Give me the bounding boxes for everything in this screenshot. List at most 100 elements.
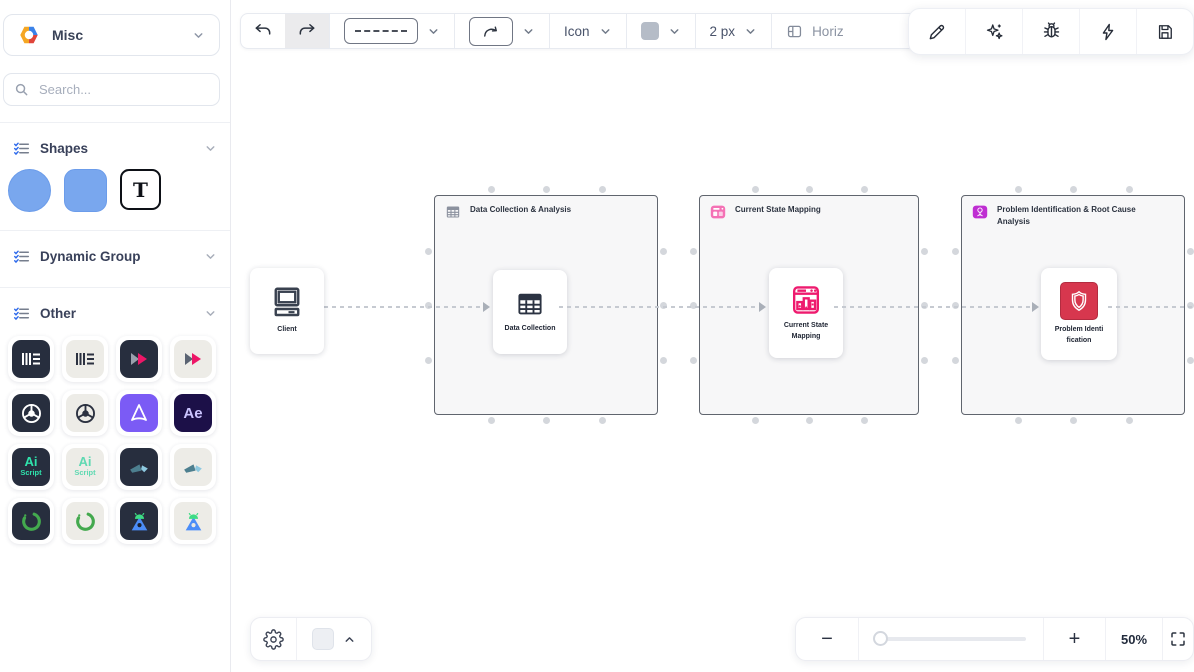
connection-point[interactable] [1070, 186, 1077, 193]
canvas-color-dropdown[interactable] [297, 618, 371, 660]
fullscreen-button[interactable] [1162, 618, 1193, 660]
connection-point[interactable] [1070, 417, 1077, 424]
other-shape-origami-dark[interactable] [116, 444, 162, 490]
connection-point[interactable] [660, 247, 667, 255]
connection-point[interactable] [921, 356, 928, 364]
other-shape-astro[interactable] [116, 390, 162, 436]
group-problem-identification-root-cause[interactable]: Problem Identification & Root Cause Anal… [952, 186, 1194, 424]
steering-wheel-icon [75, 403, 95, 423]
other-shape-android-studio-dark[interactable] [116, 498, 162, 544]
zoom-slider-handle[interactable] [873, 631, 888, 646]
connection-point[interactable] [690, 247, 697, 255]
shape-rounded-square[interactable] [64, 169, 107, 212]
connection-point[interactable] [425, 356, 432, 364]
connection-point[interactable] [952, 302, 959, 309]
edit-button[interactable] [909, 9, 965, 54]
redo-icon [299, 24, 315, 35]
connection-point[interactable] [543, 186, 550, 193]
table-icon [446, 206, 460, 218]
other-shape-forward-logo-light[interactable] [170, 336, 216, 382]
section-header-dynamic-group[interactable]: Dynamic Group [0, 241, 230, 271]
connection-point[interactable] [425, 302, 432, 309]
connection-point[interactable] [806, 186, 813, 193]
fill-color-dropdown[interactable] [627, 14, 695, 48]
connector-data-collection-to-current-state[interactable] [559, 302, 766, 312]
shape-circle[interactable] [8, 169, 51, 212]
zoom-out-button[interactable]: − [796, 618, 858, 660]
connection-point[interactable] [598, 417, 606, 424]
layout-direction-dropdown[interactable]: Horiz [772, 14, 858, 48]
connection-point[interactable] [952, 247, 959, 255]
connection-point[interactable] [1125, 186, 1133, 193]
connection-point[interactable] [921, 302, 928, 309]
connection-point[interactable] [1014, 417, 1022, 424]
connection-point[interactable] [660, 356, 667, 364]
other-shape-after-effects[interactable]: Ae [170, 390, 216, 436]
divider [625, 14, 627, 48]
save-button[interactable] [1136, 9, 1193, 54]
connection-point[interactable] [660, 302, 667, 309]
zoom-in-button[interactable]: + [1043, 618, 1105, 660]
connection-point[interactable] [487, 186, 495, 193]
connection-point[interactable] [690, 302, 697, 309]
other-shape-android-studio-light[interactable] [170, 498, 216, 544]
connection-point[interactable] [1125, 417, 1133, 424]
shape-text[interactable]: T [120, 169, 161, 210]
line-style-dropdown[interactable] [330, 14, 454, 48]
quick-actions-button[interactable] [1079, 9, 1136, 54]
connection-point[interactable] [860, 417, 868, 424]
connection-point[interactable] [860, 186, 868, 193]
group-current-state-mapping[interactable]: Current State Mapping Current State Mapp… [690, 186, 928, 424]
connection-point[interactable] [1187, 356, 1194, 364]
search-box[interactable] [3, 73, 220, 106]
icon-style-dropdown[interactable]: Icon [550, 14, 626, 48]
section-header-other[interactable]: Other [0, 298, 230, 328]
connection-point[interactable] [921, 247, 928, 255]
section-header-shapes[interactable]: Shapes [0, 133, 230, 163]
connection-point[interactable] [751, 417, 759, 424]
other-shape-steering-wheel-light[interactable] [62, 390, 108, 436]
other-shape-spinner-dark[interactable] [8, 498, 54, 544]
connection-point[interactable] [690, 356, 697, 364]
library-selector[interactable]: Misc [3, 14, 220, 56]
node-client[interactable]: Client [250, 268, 324, 354]
group-data-collection-analysis[interactable]: Data Collection & Analysis Data Collecti… [425, 186, 667, 424]
connection-point[interactable] [543, 417, 550, 424]
connector-style-dropdown[interactable] [455, 14, 549, 48]
connector-problem-identification-outgoing[interactable] [1108, 306, 1194, 308]
settings-button[interactable] [251, 618, 297, 660]
undo-button[interactable] [241, 14, 285, 48]
connector-current-state-to-problem-identification[interactable] [834, 302, 1039, 312]
other-shape-stripes-dark[interactable] [8, 336, 54, 382]
zoom-slider-track[interactable] [873, 631, 1026, 646]
connection-point[interactable] [598, 186, 606, 193]
arrowhead-icon [1032, 302, 1039, 312]
other-shape-spinner-light[interactable] [62, 498, 108, 544]
connection-point[interactable] [1014, 186, 1022, 193]
stroke-width-dropdown[interactable]: 2 px [696, 14, 772, 48]
connection-point[interactable] [806, 417, 813, 424]
redo-button[interactable] [285, 14, 329, 48]
other-shape-stripes-light[interactable] [62, 336, 108, 382]
green-spinner-icon [21, 511, 41, 531]
connection-point[interactable] [952, 356, 959, 364]
connector-client-to-data-collection[interactable] [316, 302, 490, 312]
other-shape-forward-logo-dark[interactable] [116, 336, 162, 382]
node-problem-identification[interactable]: Problem Identification [1041, 268, 1117, 360]
other-shape-origami-light[interactable] [170, 444, 216, 490]
layout-dropdown-label: Horiz [812, 23, 844, 39]
search-input[interactable] [37, 81, 209, 98]
connection-point[interactable] [487, 417, 495, 424]
connection-point[interactable] [1187, 302, 1194, 309]
zoom-slider[interactable] [858, 618, 1043, 660]
debug-button[interactable] [1022, 9, 1079, 54]
ai-generate-button[interactable] [965, 9, 1022, 54]
connection-point[interactable] [1187, 247, 1194, 255]
connection-point[interactable] [751, 186, 759, 193]
node-current-state-mapping[interactable]: Current State Mapping [769, 268, 843, 358]
other-shape-steering-wheel-dark[interactable] [8, 390, 54, 436]
node-data-collection[interactable]: Data Collection [493, 270, 567, 354]
connection-point[interactable] [425, 247, 432, 255]
